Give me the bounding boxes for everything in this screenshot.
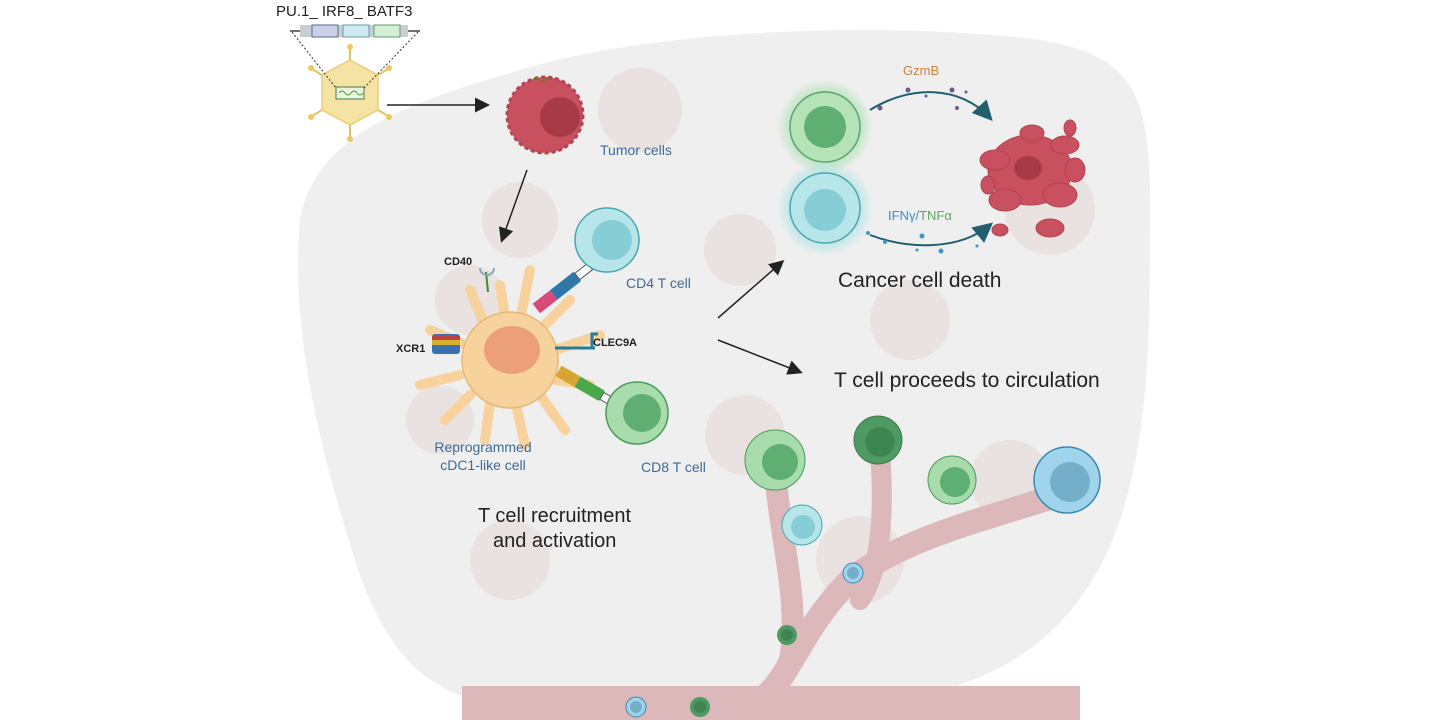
dc-label-line2: cDC1-like cell bbox=[440, 457, 526, 473]
cytokine-granules bbox=[866, 231, 979, 254]
gene-construct bbox=[290, 24, 420, 89]
tumor-to-dc-arrow bbox=[498, 169, 528, 243]
cd4-label: CD4 T cell bbox=[626, 275, 691, 291]
main-vessel bbox=[462, 686, 1080, 720]
tnfa-label: TNFα bbox=[919, 208, 952, 223]
dc-label-line1: Reprogrammed bbox=[434, 439, 532, 455]
virus-vector-icon bbox=[308, 44, 392, 142]
xcr1-label: XCR1 bbox=[396, 343, 426, 355]
recruitment-label-line2: and activation bbox=[493, 530, 617, 552]
to-cancer-death-arrow bbox=[717, 260, 785, 319]
effector-cd4-cell bbox=[789, 172, 861, 244]
slash: / bbox=[915, 208, 920, 223]
gzmb-label: GzmB bbox=[903, 63, 940, 78]
clec9a-label: CLEC9A bbox=[593, 337, 638, 349]
dying-cancer-cell bbox=[979, 119, 1086, 238]
cd40-label: CD40 bbox=[444, 256, 473, 268]
construct-label: PU.1_ IRF8_ BATF3 bbox=[276, 3, 413, 20]
cancer-cell-death-label: Cancer cell death bbox=[838, 269, 1002, 292]
tumor-cell bbox=[505, 75, 585, 155]
cd4-t-cell bbox=[574, 207, 640, 273]
ifng-label: IFNγ bbox=[888, 208, 916, 223]
recruitment-label-line1: T cell recruitment bbox=[478, 505, 632, 527]
cytokine-label: IFNγ/TNFα bbox=[888, 208, 952, 223]
gzmb-granules bbox=[877, 87, 968, 111]
ifng-arrow bbox=[869, 222, 994, 247]
circulating-t-cells bbox=[625, 415, 1101, 718]
tumor-cells-label: Tumor cells bbox=[600, 142, 672, 158]
cd8-t-cell bbox=[605, 381, 669, 445]
dendritic-cell bbox=[415, 262, 617, 450]
cd8-label: CD8 T cell bbox=[641, 459, 706, 475]
to-circulation-arrow bbox=[717, 339, 803, 375]
effector-cd8-cell bbox=[789, 91, 861, 163]
circulation-label: T cell proceeds to circulation bbox=[834, 369, 1100, 392]
gzmb-arrow bbox=[869, 91, 993, 121]
